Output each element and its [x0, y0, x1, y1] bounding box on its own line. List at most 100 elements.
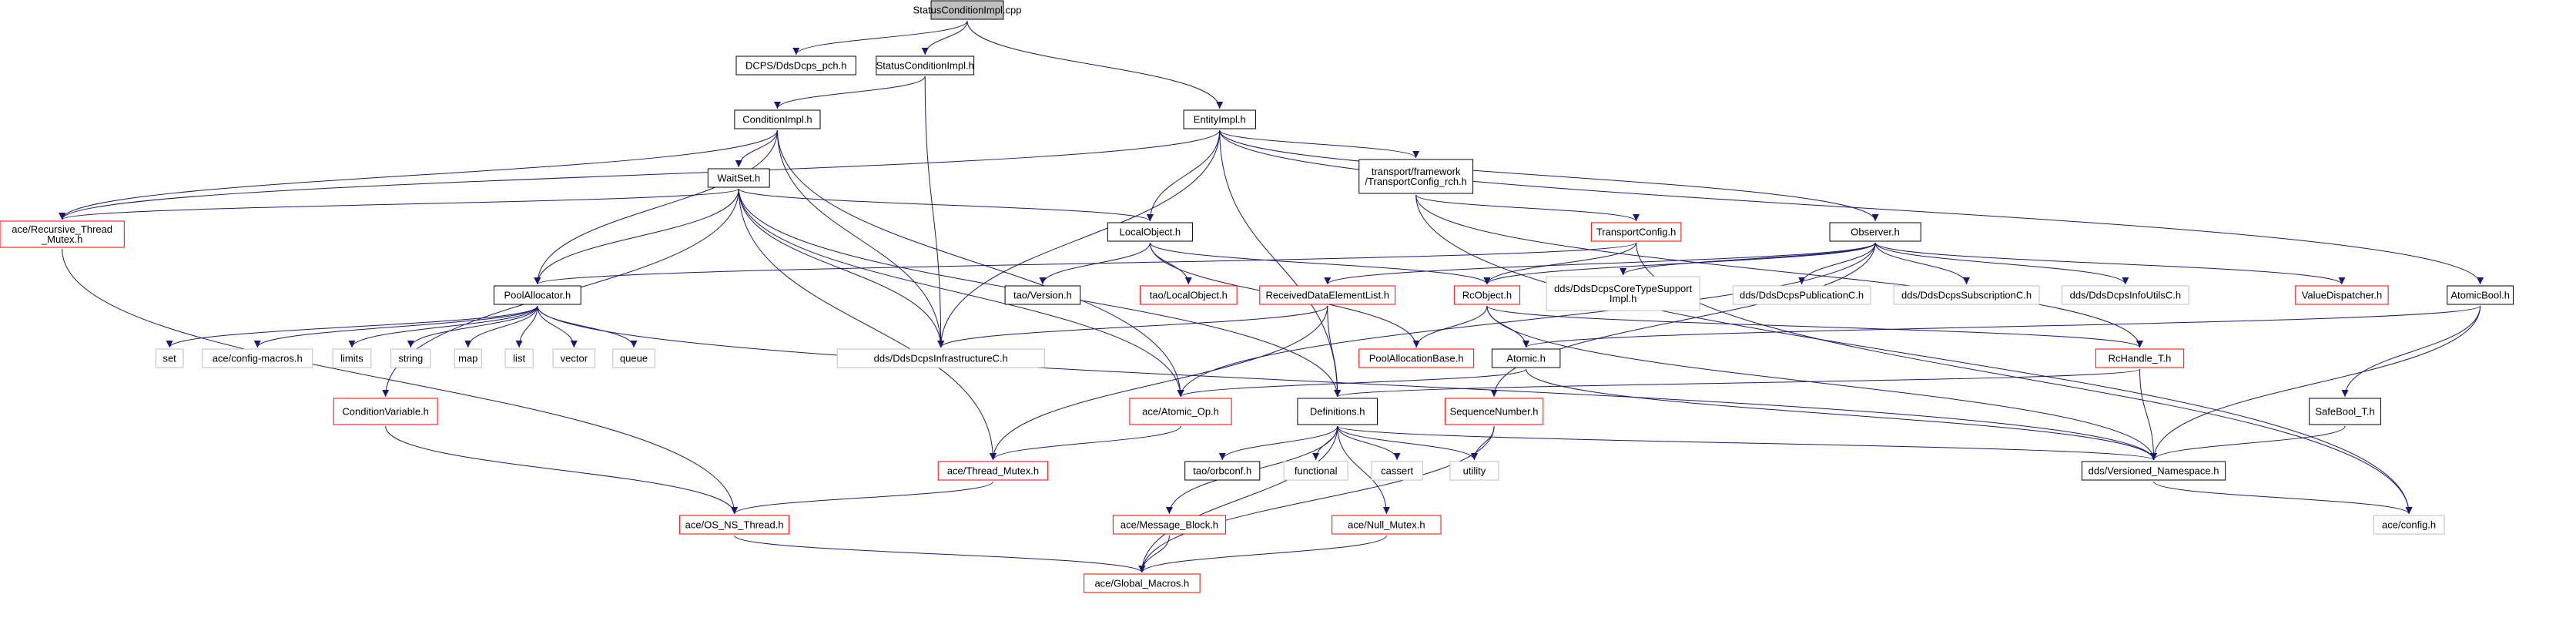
node-condvar[interactable]: ConditionVariable.h — [333, 398, 438, 425]
node-seqnum[interactable]: SequenceNumber.h — [1444, 398, 1544, 425]
node-atomic[interactable]: Atomic.h — [1491, 348, 1561, 368]
node-dcpspch[interactable]: DCPS/DdsDcps_pch.h — [735, 55, 856, 76]
node-threadmutex[interactable]: ace/Thread_Mutex.h — [937, 461, 1049, 481]
node-pubc[interactable]: dds/DdsDcpsPublicationC.h — [1732, 285, 1871, 305]
edge-poolalloc-to-limits — [348, 305, 538, 348]
node-transrch[interactable]: transport/framework/TransportConfig_rch.… — [1358, 159, 1474, 194]
node-infoutils[interactable]: dds/DdsDcpsInfoUtilsC.h — [2062, 285, 2189, 305]
node-label: ace/OS_NS_Thread.h — [685, 519, 784, 531]
node-box — [612, 348, 655, 368]
node-box — [1183, 109, 1256, 129]
edge-localobj-to-taoversion — [1039, 242, 1151, 285]
node-label: queue — [620, 353, 648, 364]
edge-seqnum-to-globalmacros — [1138, 425, 1495, 573]
node-label: _Mutex.h — [41, 233, 82, 245]
node-label: /TransportConfig_rch.h — [1365, 176, 1466, 187]
node-label: dds/DdsDcpsCoreTypeSupport — [1554, 283, 1693, 294]
node-taolocal[interactable]: tao/LocalObject.h — [1139, 285, 1238, 305]
node-msgblock[interactable]: ace/Message_Block.h — [1112, 515, 1227, 535]
node-orbconf[interactable]: tao/orbconf.h — [1184, 461, 1261, 481]
node-label: Atomic.h — [1506, 353, 1546, 364]
node-queue[interactable]: queue — [612, 348, 655, 368]
node-poolalloc[interactable]: PoolAllocator.h — [493, 285, 581, 305]
node-label: ace/Atomic_Op.h — [1142, 406, 1219, 418]
node-set[interactable]: set — [155, 348, 184, 368]
node-box — [1139, 285, 1238, 305]
node-map[interactable]: map — [454, 348, 482, 368]
node-string[interactable]: string — [390, 348, 431, 368]
node-localobj[interactable]: LocalObject.h — [1107, 222, 1193, 242]
node-safebool[interactable]: SafeBool_T.h — [2309, 398, 2381, 425]
node-nullmutex[interactable]: ace/Null_Mutex.h — [1332, 515, 1442, 535]
node-aceconfig[interactable]: ace/config.h — [2373, 515, 2445, 535]
edge-atomicbool-to-atomic — [1522, 305, 2481, 348]
node-box — [930, 0, 1004, 20]
edge-transcfg-to-rcobject — [1483, 242, 1637, 285]
node-box — [1129, 398, 1232, 425]
node-taoversion[interactable]: tao/Version.h — [1004, 285, 1081, 305]
node-poolbase[interactable]: PoolAllocationBase.h — [1358, 348, 1475, 368]
edge-observer-to-subc — [1874, 242, 1970, 285]
node-box — [155, 348, 184, 368]
node-versioned[interactable]: dds/Versioned_Namespace.h — [2082, 461, 2226, 481]
node-root[interactable]: StatusConditionImpl.cpp — [913, 0, 1022, 20]
node-functional[interactable]: functional — [1283, 461, 1348, 481]
node-atomicop[interactable]: ace/Atomic_Op.h — [1129, 398, 1232, 425]
node-limits[interactable]: limits — [332, 348, 372, 368]
node-label: tao/Version.h — [1013, 290, 1072, 301]
node-label: dds/Versioned_Namespace.h — [2089, 465, 2219, 477]
node-label: string — [398, 353, 423, 364]
node-waitset[interactable]: WaitSet.h — [707, 168, 770, 188]
edge-recmutex-to-osns — [62, 248, 739, 515]
edge-msgblock-to-globalmacros — [1138, 535, 1170, 573]
edge-rchandle-to-versioned — [2139, 368, 2158, 461]
node-label: ReceivedDataElementList.h — [1266, 290, 1389, 301]
node-rcobject[interactable]: RcObject.h — [1453, 285, 1521, 305]
node-box — [454, 348, 482, 368]
node-vector[interactable]: vector — [552, 348, 596, 368]
node-label: vector — [561, 353, 588, 364]
node-valuedisp[interactable]: ValueDispatcher.h — [2295, 285, 2389, 305]
node-box — [2309, 398, 2381, 425]
node-entityimpl[interactable]: EntityImpl.h — [1183, 109, 1256, 129]
edge-condimpl-to-waitset — [735, 129, 778, 168]
node-osns[interactable]: ace/OS_NS_Thread.h — [679, 515, 790, 535]
edge-entityimpl-to-defs — [1219, 129, 1342, 398]
node-recmutex[interactable]: ace/Recursive_Thread_Mutex.h — [0, 220, 125, 248]
node-cassert[interactable]: cassert — [1371, 461, 1423, 481]
node-label: LocalObject.h — [1120, 227, 1181, 238]
node-rchandle[interactable]: RcHandle_T.h — [2095, 348, 2185, 368]
node-label: SequenceNumber.h — [1450, 406, 1539, 418]
node-list[interactable]: list — [504, 348, 534, 368]
edge-rdel-to-threadmutex — [989, 305, 1328, 461]
node-label: cassert — [1381, 465, 1413, 477]
node-label: ace/config-macros.h — [213, 353, 303, 364]
node-box — [734, 109, 821, 129]
node-defs[interactable]: Definitions.h — [1297, 398, 1378, 425]
node-label: dds/DdsDcpsSubscriptionC.h — [1901, 290, 2032, 301]
edge-poolalloc-to-string — [407, 305, 538, 348]
edge-versioned-to-aceconfig — [2153, 481, 2413, 515]
node-box — [1590, 222, 1682, 242]
edge-root-to-entityimpl — [966, 20, 1224, 109]
node-transcfg[interactable]: TransportConfig.h — [1590, 222, 1682, 242]
node-observer[interactable]: Observer.h — [1829, 222, 1921, 242]
node-cfgmacros[interactable]: ace/config-macros.h — [202, 348, 313, 368]
node-subc[interactable]: dds/DdsDcpsSubscriptionC.h — [1893, 285, 2040, 305]
node-infra[interactable]: dds/DdsDcpsInfrastructureC.h — [836, 348, 1045, 368]
node-sciimpl_h[interactable]: StatusConditionImpl.h — [876, 55, 975, 76]
node-globalmacros[interactable]: ace/Global_Macros.h — [1084, 573, 1201, 593]
edge-localobj-to-rcobject — [1149, 242, 1491, 285]
node-label: WaitSet.h — [717, 173, 760, 184]
node-condimpl[interactable]: ConditionImpl.h — [734, 109, 821, 129]
node-label: EntityImpl.h — [1194, 114, 1246, 126]
edge-localobj-to-taolocal — [1149, 242, 1192, 285]
node-atomicbool[interactable]: AtomicBool.h — [2447, 285, 2514, 305]
node-rdel[interactable]: ReceivedDataElementList.h — [1259, 285, 1396, 305]
edge-entityimpl-to-infra — [937, 129, 1221, 348]
node-label: ace/Global_Macros.h — [1094, 578, 1189, 589]
node-label: PoolAllocationBase.h — [1369, 353, 1464, 364]
edge-waitset-to-poolalloc — [534, 188, 739, 285]
node-utility[interactable]: utility — [1449, 461, 1499, 481]
